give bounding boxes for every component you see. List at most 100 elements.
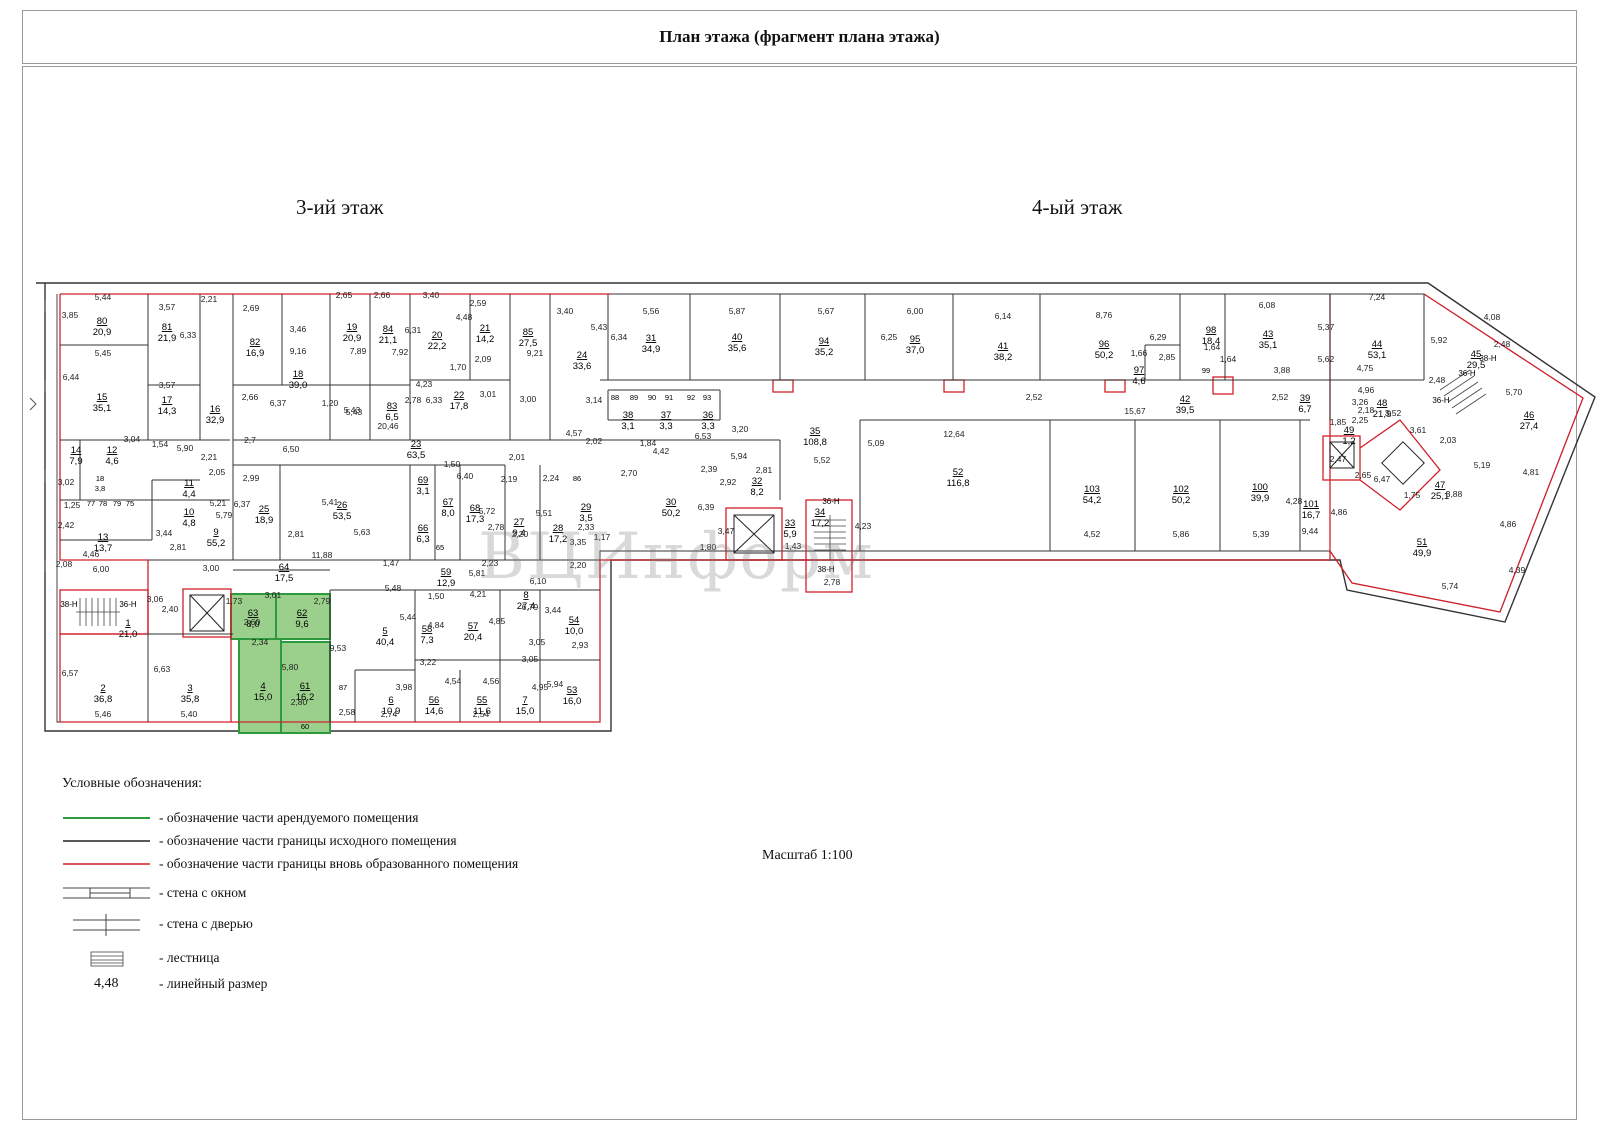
- dimension-label: 2,78: [488, 522, 505, 532]
- dimension-label: 2,54: [473, 709, 490, 719]
- room-9: 955,2: [207, 527, 226, 549]
- dimension-label: 5,48: [385, 583, 402, 593]
- dimension-label: 9,53: [330, 643, 347, 653]
- dimension-label: 3,05: [522, 654, 539, 664]
- dimension-label: 7,89: [350, 346, 367, 356]
- room-36: 363,3: [701, 410, 714, 432]
- dimension-label: 6,37: [270, 398, 287, 408]
- room-number: 44: [1372, 339, 1383, 350]
- room-number: 22: [454, 390, 465, 401]
- stair-right: [1439, 369, 1487, 415]
- dimension-label: 6,33: [426, 395, 443, 405]
- room-number: 7: [522, 695, 527, 706]
- dimension-label: 6,37: [234, 499, 251, 509]
- dimension-label: 5,81: [469, 568, 486, 578]
- dimension-label: 15,67: [1124, 406, 1146, 416]
- dimension-label: 6,00: [93, 564, 110, 574]
- dimension-label: 1,66: [1131, 348, 1148, 358]
- room-area: 10,9: [382, 706, 401, 717]
- room-number: 48: [1377, 398, 1388, 409]
- dimension-label: 5,37: [1318, 322, 1335, 332]
- dimension-label: 3,88: [1446, 489, 1463, 499]
- dimension-label: 2,93: [572, 640, 589, 650]
- stair-label: 36-Н: [1458, 369, 1476, 378]
- dimension-label: 2,78: [405, 395, 422, 405]
- dimension-label: 5,79: [216, 510, 233, 520]
- floor-label-third: 3-ий этаж: [296, 195, 384, 219]
- room-area: 21,1: [379, 335, 398, 346]
- dimension-label: 6,25: [881, 332, 898, 342]
- room-number: 59: [441, 567, 452, 578]
- room-58: 587,3: [420, 624, 433, 646]
- room-3: 335,8: [181, 683, 200, 705]
- room-area: 36,8: [94, 694, 113, 705]
- legend-item-window-wall: - стена с окном: [159, 885, 247, 900]
- dimension-label: 4,39: [1509, 565, 1526, 575]
- dimension-label: 4,57: [566, 428, 583, 438]
- dimension-label: 2,7: [244, 435, 256, 445]
- room-27: 279,4: [512, 517, 525, 539]
- room-number: 58: [422, 624, 433, 635]
- stair-label: 38-Н: [817, 565, 835, 574]
- dimension-label: 2,20: [512, 529, 529, 539]
- room-number: 85: [523, 327, 534, 338]
- room-number: 64: [279, 562, 290, 573]
- dimension-label: 6,31: [405, 325, 422, 335]
- room-number: 101: [1303, 499, 1319, 510]
- room-area: 25,1: [1431, 491, 1450, 502]
- room-area: 40,4: [376, 637, 395, 648]
- room-area: 35,6: [728, 343, 747, 354]
- dimension-label: 3,46: [290, 324, 307, 334]
- dimension-label: 5,92: [1431, 335, 1448, 345]
- room-number: 15: [97, 392, 108, 403]
- room-49: 491,2: [1342, 425, 1355, 447]
- dimension-label: 6,14: [995, 311, 1012, 321]
- room-area: 35,1: [93, 403, 112, 414]
- room-area: 15,0: [254, 692, 273, 703]
- room-number: 38: [623, 410, 634, 421]
- dimension-label: 7,92: [392, 347, 409, 357]
- dimension-label: 6,33: [180, 330, 197, 340]
- room-area: 9,4: [512, 528, 525, 539]
- room-number: 41: [998, 341, 1009, 352]
- room-area: 5,9: [783, 529, 796, 540]
- dimension-label: 3,40: [557, 306, 574, 316]
- dimension-label: 2,85: [1159, 352, 1176, 362]
- dimension-label: 20,46: [377, 421, 399, 431]
- dimension-label: 6,47: [1374, 474, 1391, 484]
- small-label: 60: [301, 722, 309, 731]
- dimension-label: 3,47: [718, 526, 735, 536]
- small-label: 65: [436, 543, 444, 552]
- dimension-label: 2,21: [201, 452, 218, 462]
- dimension-label: 2,99: [243, 473, 260, 483]
- small-label: 75: [126, 499, 134, 508]
- dimension-label: 4,86: [1331, 507, 1348, 517]
- dimension-label: 5,43: [591, 322, 608, 332]
- room-number: 30: [666, 497, 677, 508]
- room-number: 36: [703, 410, 714, 421]
- dimension-label: 5,21: [210, 498, 227, 508]
- room-number: 3: [187, 683, 192, 694]
- room-area: 27,5: [519, 338, 538, 349]
- legend-item-door-wall: - стена с дверью: [159, 916, 253, 931]
- dimension-label: 3,20: [732, 424, 749, 434]
- dimension-label: 3,98: [396, 682, 413, 692]
- dimension-label: 4,86: [1500, 519, 1517, 529]
- room-area: 38,2: [994, 352, 1013, 363]
- room-area: 16,9: [246, 348, 265, 359]
- room-area: 17,2: [811, 518, 830, 529]
- legend-title: Условные обозначения:: [62, 776, 203, 791]
- room-number: 12: [107, 445, 118, 456]
- room-number: 5: [382, 626, 387, 637]
- room-area: 3,3: [659, 421, 672, 432]
- room-number: 63: [248, 608, 259, 619]
